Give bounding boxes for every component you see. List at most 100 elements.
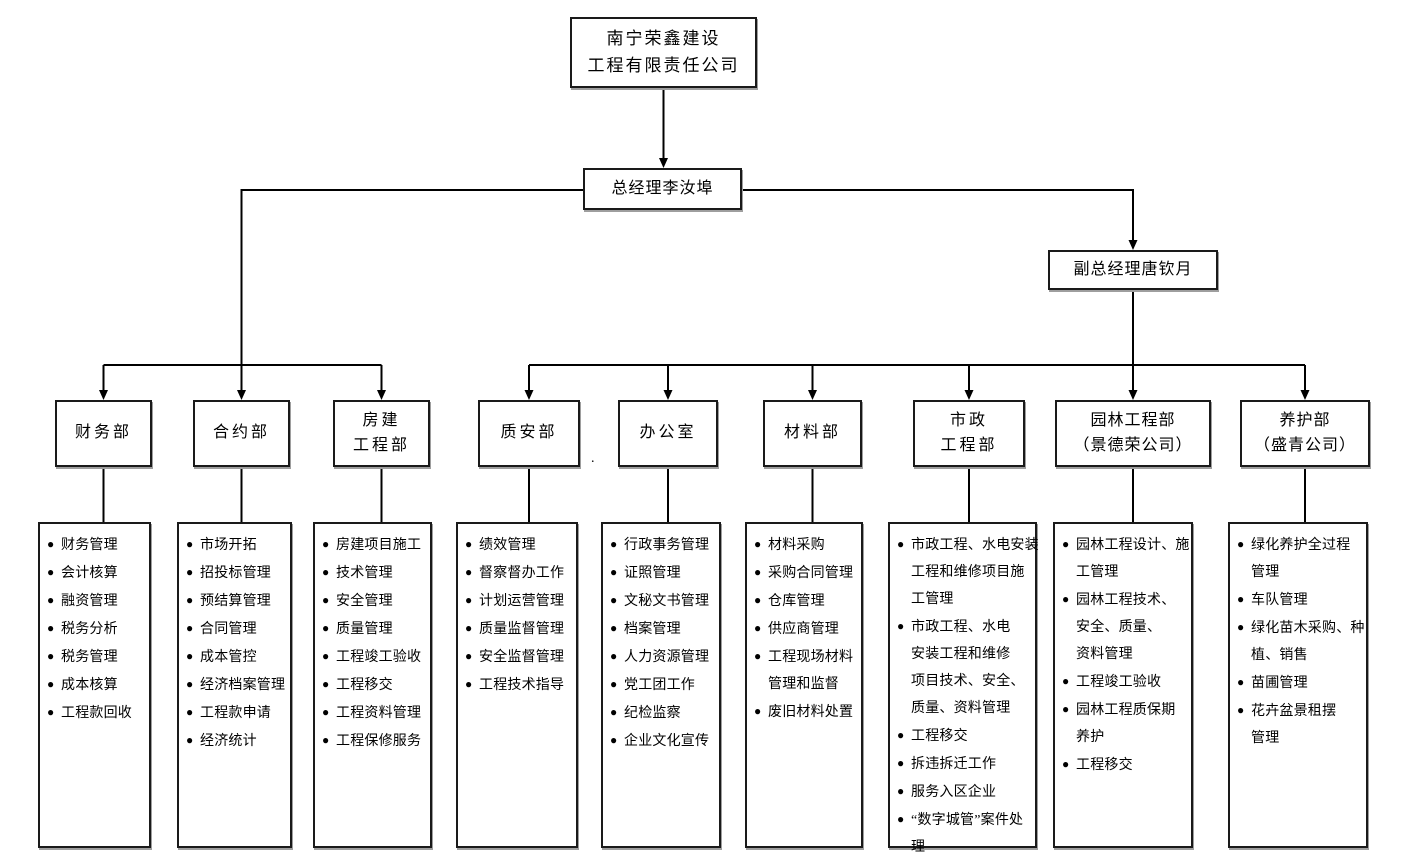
bullet-icon: ●	[897, 756, 905, 770]
duty-item: ●市政工程、水电安装工程和维修项目施工管理	[897, 531, 1039, 613]
bullet-icon: ●	[47, 677, 55, 691]
bullet-icon: ●	[47, 621, 55, 635]
duty-list-finance: ●财务管理●会计核算●融资管理●税务分析●税务管理●成本核算●工程款回收	[38, 522, 151, 848]
duty-item: ● 工程资料管理	[322, 699, 428, 727]
duty-text: 工程竣工验收	[336, 650, 422, 665]
duty-text: 绿化养护全过程	[1251, 538, 1351, 553]
duty-item: ●安全管理	[322, 587, 428, 615]
bullet-icon: ●	[465, 593, 473, 607]
duty-line: ●融资管理	[47, 587, 147, 615]
duty-line: ●废旧材料处置	[754, 698, 859, 726]
bullet-icon: ●	[754, 621, 762, 635]
duty-text: 工程移交	[336, 678, 393, 693]
duty-text: 质量管理	[336, 622, 393, 637]
duty-text: 预结算管理	[200, 594, 271, 609]
department-box-quality-safety: 质安部	[478, 400, 580, 467]
general-manager-label: 总经理李汝埠	[611, 179, 714, 197]
bullet-icon: ●	[465, 537, 473, 551]
duty-item: ●经济档案管理	[186, 671, 288, 699]
duty-item: ● 质量管理	[322, 615, 428, 643]
bullet-icon: ●	[610, 537, 618, 551]
company-name-line-2: 工程有限责任公司	[587, 55, 740, 75]
duty-text: 项目技术、安全、	[911, 674, 1025, 689]
department-name: 市政	[949, 411, 988, 429]
duty-line-continuation: 植、销售	[1237, 642, 1364, 669]
duty-line: ●文秘文书管理	[610, 587, 717, 615]
company-name-line-1: 南宁荣鑫建设	[606, 29, 721, 49]
duty-text: 安全管理	[336, 594, 393, 609]
bullet-icon: ●	[47, 705, 55, 719]
bullet-icon: ●	[322, 705, 330, 719]
duty-item: ●计划运营管理	[465, 587, 574, 615]
duty-line: ●工程移交	[1062, 751, 1189, 779]
duty-line-continuation: 管理和监督	[754, 671, 859, 698]
duty-text: 园林工程质保期	[1076, 703, 1176, 718]
duty-item: ●工程移交	[322, 671, 428, 699]
duty-line: ●督察督办工作	[465, 559, 574, 587]
bullet-icon: ●	[322, 621, 330, 635]
duty-line-continuation: 管理	[1237, 559, 1364, 586]
duty-text: 档案管理	[624, 622, 681, 637]
bullet-icon: ●	[186, 593, 194, 607]
duty-text: 行政事务管理	[624, 538, 710, 553]
duty-text: 招投标管理	[200, 566, 271, 581]
duty-line-continuation: 工程和维修项目施	[897, 559, 1033, 586]
duty-item: ●市场开拓	[186, 531, 288, 559]
duty-text: 仓库管理	[768, 594, 825, 609]
duty-line: ●党工团工作	[610, 671, 717, 699]
bullet-icon: ●	[465, 649, 473, 663]
duty-text: 财务管理	[61, 538, 118, 553]
bullet-icon: ●	[754, 537, 762, 551]
duty-text: 管理	[1251, 731, 1280, 746]
duty-text: 工程和维修项目施	[911, 565, 1025, 580]
duty-line: ●服务入区企业	[897, 778, 1033, 806]
duty-line: ●安全监督管理	[465, 643, 574, 671]
duty-item: ●税务分析	[47, 615, 147, 643]
duty-item: ●工程移交	[897, 722, 1033, 750]
stray-mark: .	[591, 451, 595, 466]
duty-line-continuation: 工管理	[1062, 559, 1189, 586]
duty-line: ●绿化苗木采购、种	[1237, 614, 1364, 642]
duty-line: ●纪检监察	[610, 699, 717, 727]
duty-item: ●质量监督管理	[465, 615, 574, 643]
duty-item: ●会计核算	[47, 559, 147, 587]
department-box-housing-construction: 房建 工程部	[333, 400, 430, 467]
duty-list-contracts: ●市场开拓●招投标管理●预结算管理●合同管理●成本管控●经济档案管理●工程款申请…	[177, 522, 292, 848]
duty-item: ●党工团工作	[610, 671, 717, 699]
department-box-municipal-engineering: 市政 工程部	[913, 400, 1025, 467]
duty-text: 工程资料管理	[336, 706, 422, 721]
duty-item: ●绿化苗木采购、种植、销售	[1237, 614, 1364, 669]
bullet-icon: ●	[322, 537, 330, 551]
duty-text: 质量、资料管理	[911, 701, 1011, 716]
duty-line: ●税务管理	[47, 643, 147, 671]
duty-line: ●会计核算	[47, 559, 147, 587]
duty-text: 经济档案管理	[200, 678, 286, 693]
duty-item: ●废旧材料处置	[754, 698, 859, 726]
duty-line: ●质量监督管理	[465, 615, 574, 643]
duty-line: ●技术管理	[322, 559, 428, 587]
duty-item: ●经济统计	[186, 727, 288, 755]
duty-item: ●证照管理	[610, 559, 717, 587]
duty-text: 质量监督管理	[479, 622, 565, 637]
bullet-icon: ●	[897, 784, 905, 798]
duty-text: 养护	[1076, 730, 1105, 745]
duty-line: ●经济档案管理	[186, 671, 288, 699]
duty-text: 车队管理	[1251, 593, 1308, 608]
duty-list-maintenance: ●绿化养护全过程管理●车队管理●绿化苗木采购、种植、销售●苗圃管理●花卉盆景租摆…	[1228, 522, 1368, 848]
department-name: 合约部	[212, 424, 270, 442]
duty-text: 房建项目施工	[336, 538, 422, 553]
bullet-icon: ●	[1237, 592, 1245, 606]
department-name-line-2: 工程部	[940, 436, 998, 454]
duty-line: ●经济统计	[186, 727, 288, 755]
duty-text: 工程技术指导	[479, 678, 565, 693]
general-manager-box: 总经理李汝埠	[583, 168, 742, 210]
company-box: 南宁荣鑫建设 工程有限责任公司	[570, 17, 757, 88]
department-name: 房建	[362, 411, 401, 429]
duty-item: ●技术管理	[322, 559, 428, 587]
duty-line: ●工程现场材料	[754, 643, 859, 671]
duty-line: ●市政工程、水电安装	[897, 531, 1039, 559]
department-name: 材料部	[783, 424, 841, 442]
duty-text: 成本管控	[200, 650, 257, 665]
duty-text: 资料管理	[1076, 647, 1133, 662]
duty-item: ●市政工程、水电安装工程和维修项目技术、安全、质量、资料管理	[897, 613, 1033, 722]
